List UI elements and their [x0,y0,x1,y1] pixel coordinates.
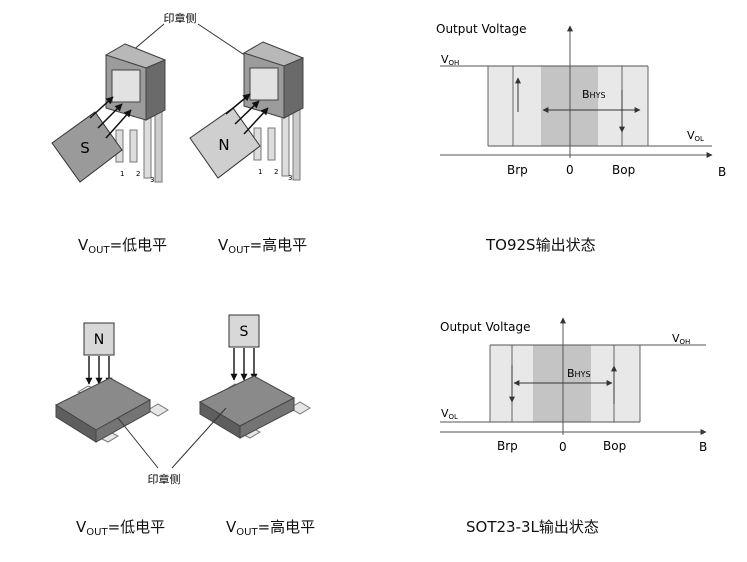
hysteresis-chart-to92s: Output Voltage VOH VOL BHYS Brp 0 Bop B [436,22,726,179]
pin-1-label: 1 [258,168,262,176]
vol-label: VOL [687,129,704,143]
y-axis-title: Output Voltage [436,22,527,36]
bop-label: Bop [612,163,635,177]
pole-label-s: S [80,139,90,157]
magnet-s-top: S [51,96,132,183]
to92s-package-right: 1 2 3 [242,41,305,182]
pin-3-label: 3 [288,174,292,182]
marking-side-label-bottom: 印章侧 [148,472,181,486]
to92s-illustration: 印章侧 1 2 3 S [51,11,305,184]
marking-leader-line [171,407,227,469]
caption-vout-low-bottom: VOUT=低电平 [76,518,166,538]
caption-vout-high-top: VOUT=高电平 [218,236,308,256]
magnet-s-bottom: S [228,314,260,381]
caption-to92s-output-state: TO92S输出状态 [486,236,596,254]
brp-label: Brp [507,163,528,177]
y-axis-title: Output Voltage [440,320,531,334]
pole-label-n: N [218,136,229,154]
x-axis-label: B [718,165,726,179]
caption-vout-low-top: VOUT=低电平 [78,236,168,256]
zero-label: 0 [566,163,574,177]
voh-label: VOH [672,332,690,346]
pole-label-s: S [240,324,249,340]
bop-label: Bop [603,439,626,453]
pin-1-label: 1 [120,170,124,178]
caption-vout-high-bottom: VOUT=高电平 [226,518,316,538]
magnet-n-top: N [189,93,269,179]
marking-leader-line [117,417,159,469]
pole-label-n: N [94,332,104,348]
voh-label: VOH [441,53,459,67]
marking-side-label-top: 印章侧 [164,11,197,25]
bhys-label: BHYS [582,88,606,101]
bhys-label: BHYS [567,367,591,380]
pin-2-label: 2 [274,168,278,176]
hysteresis-chart-sot23: Output Voltage VOH VOL BHYS Brp 0 Bop B [440,317,707,454]
sot23-package-right [198,375,311,439]
pin-2-label: 2 [136,170,140,178]
vol-label: VOL [441,407,458,421]
pin-3-label: 3 [150,176,154,184]
caption-sot23-output-state: SOT23-3L输出状态 [466,518,599,536]
zero-label: 0 [559,440,567,454]
sot23-package-left [54,377,169,443]
brp-label: Brp [497,439,518,453]
sot23-illustration: N S [54,314,311,486]
x-axis-label: B [699,440,707,454]
magnet-n-bottom: N [83,322,115,385]
to92s-package-left: 1 2 3 [104,43,167,184]
